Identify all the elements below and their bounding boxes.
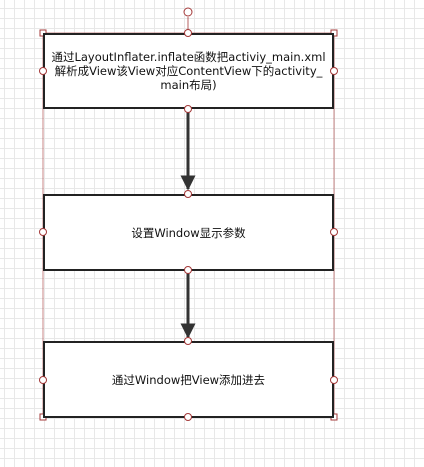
- process-box-step-3[interactable]: 通过Window把View添加进去: [43, 341, 334, 418]
- process-box-step-1-text: 通过LayoutInflater.inflate函数把activiy_main.…: [51, 50, 326, 92]
- process-box-step-3-text: 通过Window把View添加进去: [111, 372, 266, 387]
- process-box-step-2[interactable]: 设置Window显示参数: [43, 194, 334, 271]
- rotate-handle[interactable]: [183, 7, 193, 17]
- process-box-step-1[interactable]: 通过LayoutInflater.inflate函数把activiy_main.…: [43, 33, 334, 109]
- process-box-step-2-text: 设置Window显示参数: [131, 225, 246, 240]
